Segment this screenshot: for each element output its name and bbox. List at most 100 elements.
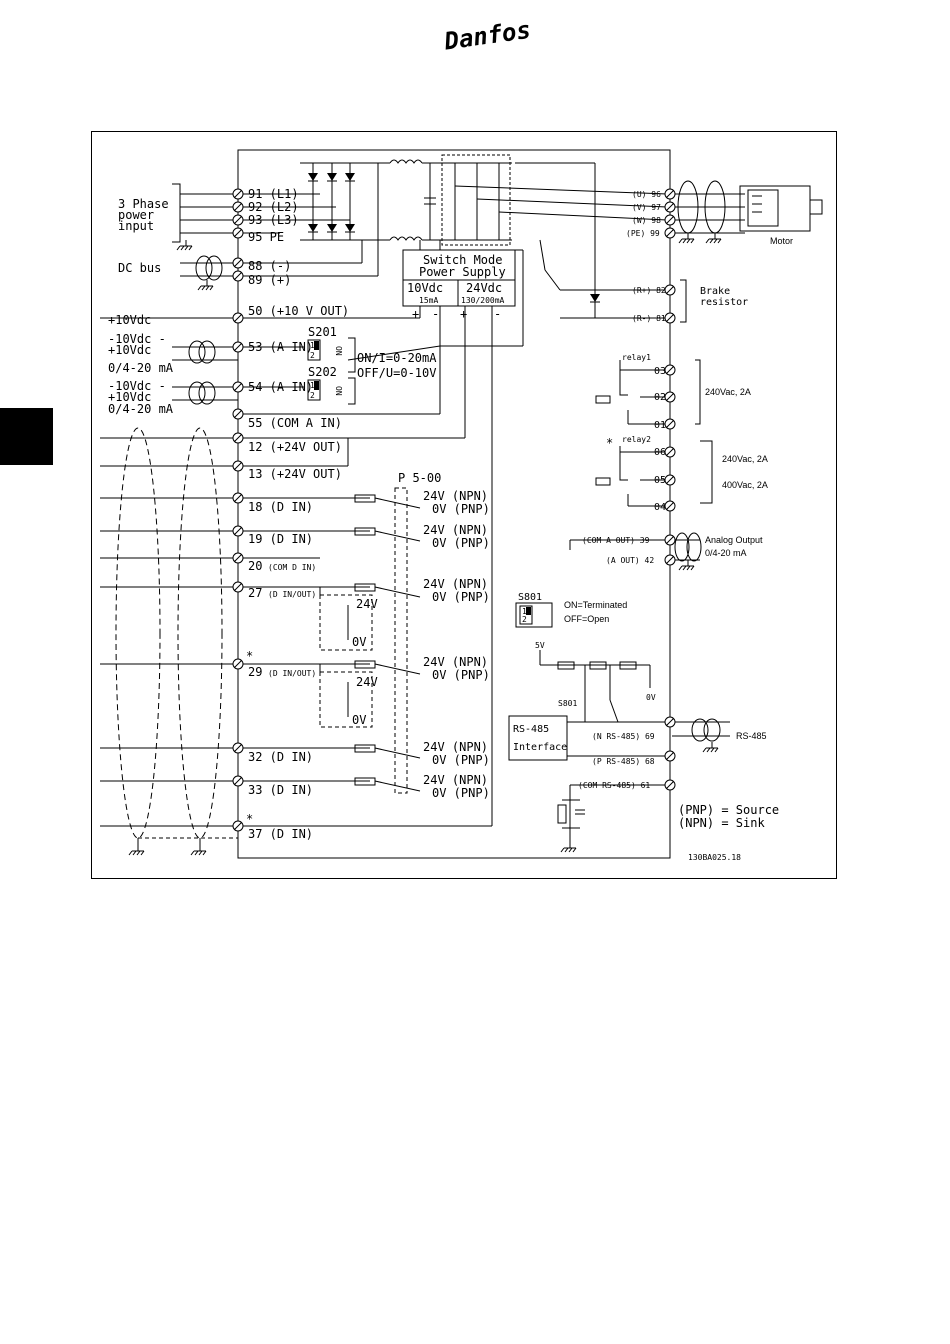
terminal-99: (PE) 99 bbox=[626, 229, 660, 238]
relay1-rating: 240Vac, 2A bbox=[705, 387, 751, 397]
smps-title-1: Switch Mode bbox=[423, 253, 502, 267]
terminal-32: 32 (D IN) bbox=[248, 750, 313, 764]
motor-body bbox=[739, 185, 811, 232]
terminal-12: 12 (+24V OUT) bbox=[248, 440, 342, 454]
relay2-star: * bbox=[606, 436, 613, 450]
s801-label: S801 bbox=[518, 592, 542, 603]
terminal-50: 50 (+10 V OUT) bbox=[248, 304, 349, 318]
s201-pos2: 2 bbox=[310, 351, 315, 360]
three-phase-label-2: power bbox=[118, 208, 154, 222]
ain1-label-1: -10Vdc - bbox=[108, 332, 166, 346]
smps-10vdc: 10Vdc bbox=[407, 281, 443, 295]
terminal-29-sub: (D IN/OUT) bbox=[268, 669, 316, 678]
ain2-label-1: -10Vdc - bbox=[108, 379, 166, 393]
brake-label-1: Brake bbox=[700, 286, 730, 297]
analog-out-label-2: 0/4-20 mA bbox=[705, 548, 747, 558]
danfoss-logo: Danfoss bbox=[440, 14, 547, 56]
ain1-label-2: +10Vdc bbox=[108, 343, 151, 357]
switch-desc-2: OFF/U=0-10V bbox=[357, 366, 436, 380]
npn-18: 24V (NPN) bbox=[423, 489, 488, 503]
terminal-01: 01 bbox=[654, 420, 666, 431]
out27-24v: 24V bbox=[356, 597, 378, 611]
smps-title-2: Power Supply bbox=[419, 265, 506, 279]
terminal-29-star: * bbox=[246, 649, 253, 663]
out29-0v: 0V bbox=[352, 713, 366, 727]
terminal-42: (A OUT) 42 bbox=[606, 556, 654, 565]
terminal-55: 55 (COM A IN) bbox=[248, 416, 342, 430]
terminal-69: (N RS-485) 69 bbox=[592, 732, 655, 741]
terminal-20-sub: (COM D IN) bbox=[268, 563, 316, 572]
relay2-rating-2: 400Vac, 2A bbox=[722, 480, 768, 490]
npn-27: 24V (NPN) bbox=[423, 577, 488, 591]
s202-on: ON bbox=[334, 386, 343, 396]
rs485-interface-box bbox=[508, 715, 568, 761]
mains-bracket bbox=[172, 183, 181, 243]
npn-19: 24V (NPN) bbox=[423, 523, 488, 537]
npn-legend: (NPN) = Sink bbox=[678, 816, 765, 830]
terminal-82: (R+) 82 bbox=[632, 286, 666, 295]
out29-24v: 24V bbox=[356, 675, 378, 689]
smps-minus-1: - bbox=[432, 307, 439, 321]
chapter-tab bbox=[0, 408, 53, 465]
pnp-legend: (PNP) = Source bbox=[678, 803, 779, 817]
ain1-label-3: 0/4-20 mA bbox=[108, 361, 174, 375]
smps-box bbox=[402, 249, 516, 307]
diagram-frame bbox=[91, 131, 837, 879]
terminal-61: (COM RS-485) 61 bbox=[578, 781, 650, 790]
smps-24vdc: 24Vdc bbox=[466, 281, 502, 295]
terminal-27: 27 bbox=[248, 586, 262, 600]
terminal-13: 13 (+24V OUT) bbox=[248, 467, 342, 481]
terminal-29: 29 bbox=[248, 665, 262, 679]
s801-pos2: 2 bbox=[522, 615, 527, 624]
smps-15ma: 15mA bbox=[419, 296, 438, 305]
smps-minus-2: - bbox=[494, 307, 501, 321]
s201-label: S201 bbox=[308, 325, 337, 339]
s801-pos1: 1 bbox=[522, 607, 527, 616]
s202-pos1: 1 bbox=[310, 381, 315, 390]
terminal-98: (W) 98 bbox=[632, 216, 661, 225]
terminal-89: 89 (+) bbox=[248, 273, 291, 287]
diagram-code: 130BA025.18 bbox=[688, 853, 741, 862]
terminal-54: 54 (A IN) bbox=[248, 380, 313, 394]
terminal-88: 88 (-) bbox=[248, 259, 291, 273]
terminal-33: 33 (D IN) bbox=[248, 783, 313, 797]
ain2-label-3: 0/4-20 mA bbox=[108, 402, 174, 416]
terminal-53: 53 (A IN) bbox=[248, 340, 313, 354]
terminal-97: (V) 97 bbox=[632, 203, 661, 212]
ain2-label-2: +10Vdc bbox=[108, 390, 151, 404]
npn-29: 24V (NPN) bbox=[423, 655, 488, 669]
rs485-if-1: RS-485 bbox=[513, 724, 549, 735]
s801-off-desc: OFF=Open bbox=[564, 614, 609, 624]
npn-33: 24V (NPN) bbox=[423, 773, 488, 787]
relay1-label: relay1 bbox=[622, 353, 651, 362]
pnp-32: 0V (PNP) bbox=[432, 753, 490, 767]
rs485-if-2: Interface bbox=[513, 742, 567, 753]
rs485-0v: 0V bbox=[646, 693, 656, 702]
p500-label: P 5-00 bbox=[398, 471, 441, 485]
terminal-20: 20 bbox=[248, 559, 262, 573]
smps-130ma: 130/200mA bbox=[461, 296, 505, 305]
plus10vdc-label: +10Vdc bbox=[108, 313, 151, 327]
rs485-5v: 5V bbox=[535, 641, 545, 650]
brake-label-2: resistor bbox=[700, 297, 748, 308]
out27-0v: 0V bbox=[352, 635, 366, 649]
relay2-label: relay2 bbox=[622, 435, 651, 444]
smps-plus-2: + bbox=[460, 307, 467, 321]
switch-desc-1: ON/I=0-20mA bbox=[357, 351, 437, 365]
motor-label: Motor bbox=[770, 236, 793, 246]
terminal-39: (COM A OUT) 39 bbox=[582, 536, 650, 545]
terminal-37: 37 (D IN) bbox=[248, 827, 313, 841]
terminal-04: 04 bbox=[654, 502, 666, 513]
terminal-92: 92 (L2) bbox=[248, 200, 299, 214]
pnp-18: 0V (PNP) bbox=[432, 502, 490, 516]
terminal-02: 02 bbox=[654, 392, 666, 403]
terminal-05: 05 bbox=[654, 475, 666, 486]
pnp-29: 0V (PNP) bbox=[432, 668, 490, 682]
terminal-91: 91 (L1) bbox=[248, 187, 299, 201]
pnp-27: 0V (PNP) bbox=[432, 590, 490, 604]
pnp-19: 0V (PNP) bbox=[432, 536, 490, 550]
terminal-27-sub: (D IN/OUT) bbox=[268, 590, 316, 599]
pnp-33: 0V (PNP) bbox=[432, 786, 490, 800]
three-phase-label: 3 Phase bbox=[118, 197, 169, 211]
